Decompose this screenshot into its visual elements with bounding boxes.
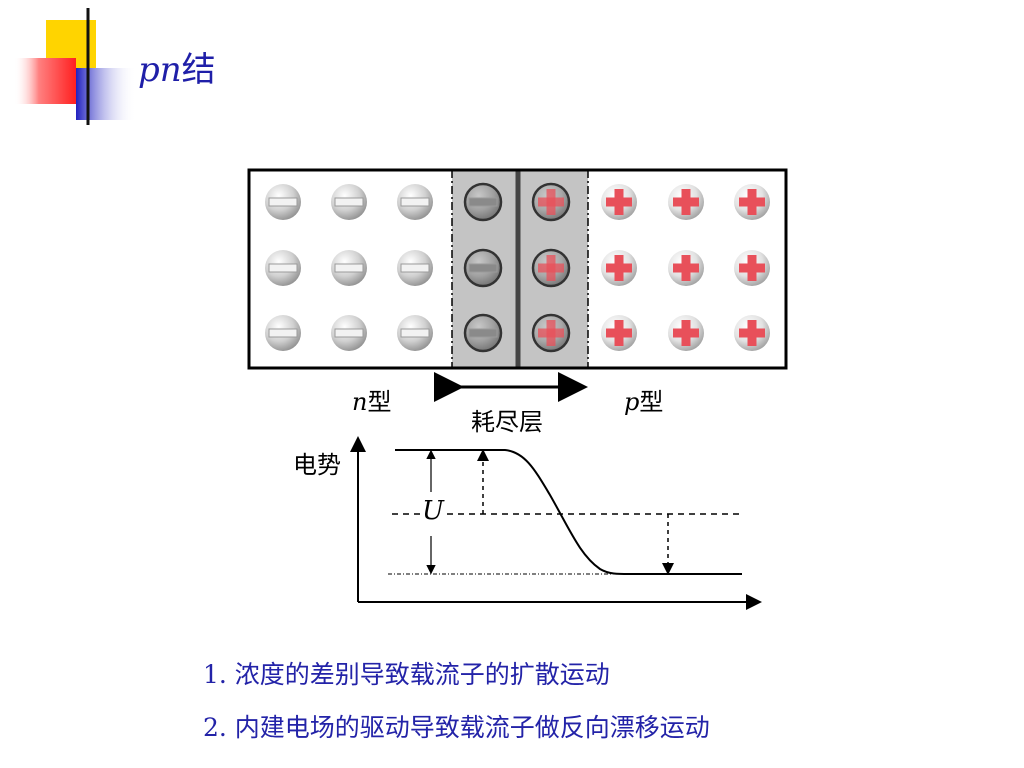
minus-ion [397,315,433,351]
plus-ion [668,184,704,220]
red-square [14,58,76,104]
title-italic-part: pn [138,50,182,90]
plus-ion [531,182,571,222]
p-label-italic: p [624,388,640,416]
minus-ion [331,184,367,220]
minus-ion [331,250,367,286]
plus-ion [734,250,770,286]
bullet-point-2: 2. 内建电场的驱动导致载流子做反向漂移运动 [203,713,710,742]
minus-ion [265,250,301,286]
plus-ion [531,313,571,353]
minus-ion [397,184,433,220]
plus-ion [601,184,637,220]
depletion-layer-label: 耗尽层 [471,408,543,436]
p-label-rest: 型 [639,388,664,416]
title-rest-part: 结 [181,50,216,90]
plus-ion [734,184,770,220]
minus-ion [463,182,503,222]
slide-title: pn结 [138,42,216,91]
n-label-rest: 型 [367,388,392,416]
minus-ion [265,184,301,220]
plus-ion [668,250,704,286]
minus-ion [265,315,301,351]
p-type-label: p型 [624,382,663,417]
corner-decoration [14,8,960,125]
plus-ion [531,248,571,288]
plus-ion [601,315,637,351]
plus-ion [734,315,770,351]
potential-curve [395,449,742,576]
minus-ion [463,248,503,288]
semiconductor-box [247,168,788,370]
ion-grid [265,182,770,353]
minus-ion [331,315,367,351]
plus-ion [601,250,637,286]
n-label-italic: n [352,388,368,416]
n-type-label: n型 [352,382,391,417]
minus-ion [397,250,433,286]
voltage-label: U [420,496,446,526]
blue-square [76,68,136,120]
plus-ion [668,315,704,351]
bullet-point-1: 1. 浓度的差别导致载流子的扩散运动 [203,660,610,689]
potential-label: 电势 [293,451,341,479]
minus-ion [463,313,503,353]
